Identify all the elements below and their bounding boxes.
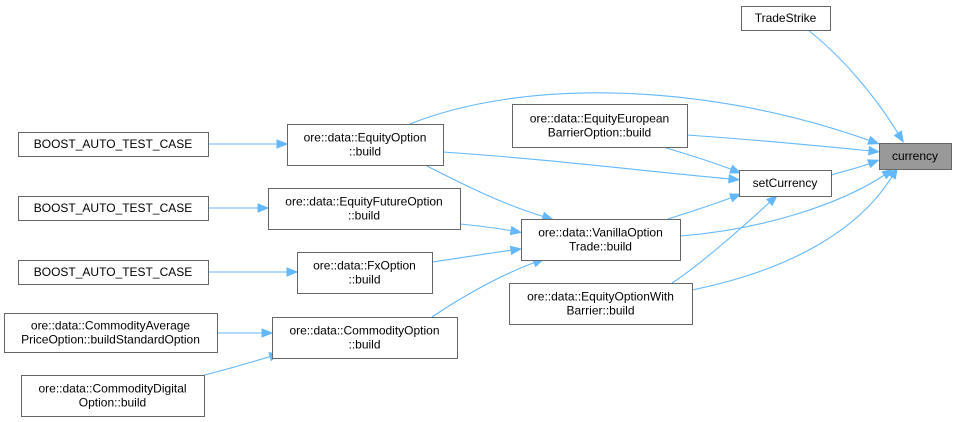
arrowhead-eqOptionWithBarrier-to-currency	[887, 167, 898, 180]
arrowhead-eqEuroBarrier-to-currency	[868, 146, 881, 156]
node-label-eqFutureOption-line-1: ::build	[348, 209, 380, 223]
node-boost3[interactable]: BOOST_AUTO_TEST_CASE	[18, 260, 209, 285]
node-box-eqEuroBarrier[interactable]	[512, 104, 688, 148]
node-label-vanillaOption-line-1: Trade::build	[569, 240, 632, 254]
nodes-layer: currencyTradeStrikesetCurrencyore::data:…	[4, 6, 952, 417]
node-eqOption[interactable]: ore::data::EquityOption::build	[287, 124, 444, 166]
node-commodityOption[interactable]: ore::data::CommodityOption::build	[272, 317, 458, 359]
node-label-commodityOption-line-0: ore::data::CommodityOption	[289, 324, 439, 338]
node-label-eqOptionWithBarrier-line-1: Barrier::build	[566, 304, 634, 318]
node-box-fxOption[interactable]	[297, 252, 433, 294]
edge-vanillaOption-to-setCurrency	[667, 196, 734, 220]
edge-eqFutureOption-to-vanillaOption	[459, 223, 514, 232]
arrowhead-fxOption-to-vanillaOption	[509, 245, 523, 256]
node-box-boost1[interactable]	[18, 132, 209, 157]
node-box-commodityDigital[interactable]	[21, 375, 205, 417]
node-label-commodityDigital-line-0: ore::data::CommodityDigital	[38, 382, 186, 396]
node-box-eqOption[interactable]	[287, 124, 444, 166]
node-label-fxOption-line-1: ::build	[348, 273, 380, 287]
edges-layer	[203, 29, 904, 376]
node-box-eqOptionWithBarrier[interactable]	[509, 283, 693, 325]
node-label-tradeStrike-line-0: TradeStrike	[755, 11, 817, 25]
node-label-eqOptionWithBarrier-line-0: ore::data::EquityOptionWith	[527, 290, 674, 304]
node-commodityAverage[interactable]: ore::data::CommodityAveragePriceOption::…	[4, 313, 218, 353]
node-label-commodityDigital-line-1: Option::build	[79, 396, 146, 410]
node-currency[interactable]: currency	[879, 143, 952, 170]
node-label-eqOption-line-0: ore::data::EquityOption	[304, 131, 427, 145]
node-setCurrency[interactable]: setCurrency	[739, 170, 832, 197]
edge-eqOption-to-currency	[409, 92, 872, 142]
node-label-commodityAverage-line-1: PriceOption::buildStandardOption	[21, 333, 200, 347]
node-label-fxOption-line-0: ore::data::FxOption	[313, 259, 416, 273]
node-tradeStrike[interactable]: TradeStrike	[741, 6, 831, 31]
arrowhead-eqOption-to-setCurrency	[728, 174, 741, 184]
node-label-eqFutureOption-line-0: ore::data::EquityFutureOption	[285, 195, 442, 209]
node-label-setCurrency-line-0: setCurrency	[753, 176, 818, 190]
node-box-boost2[interactable]	[18, 196, 209, 221]
node-box-vanillaOption[interactable]	[521, 219, 681, 261]
node-label-boost2-line-0: BOOST_AUTO_TEST_CASE	[34, 201, 193, 215]
arrowhead-tradeStrike-to-currency	[893, 130, 904, 143]
arrowhead-vanillaOption-to-setCurrency	[728, 193, 742, 203]
edge-eqEuroBarrier-to-setCurrency	[662, 146, 734, 171]
node-label-eqEuroBarrier-line-0: ore::data::EquityEuropean	[530, 112, 669, 126]
arrowhead-eqEuroBarrier-to-setCurrency	[728, 164, 742, 174]
arrowhead-commodityAverage-to-commodityOption	[261, 328, 274, 338]
node-box-currency[interactable]	[879, 143, 952, 170]
node-eqOptionWithBarrier[interactable]: ore::data::EquityOptionWithBarrier::buil…	[509, 283, 693, 325]
edge-commodityOption-to-vanillaOption	[431, 261, 537, 318]
arrowhead-setCurrency-to-currency	[867, 159, 880, 169]
edge-setCurrency-to-currency	[830, 162, 872, 176]
node-boost1[interactable]: BOOST_AUTO_TEST_CASE	[18, 132, 209, 157]
node-label-commodityAverage-line-0: ore::data::CommodityAverage	[31, 319, 191, 333]
node-box-commodityAverage[interactable]	[4, 313, 218, 353]
edge-eqEuroBarrier-to-currency	[686, 134, 872, 152]
node-eqFutureOption[interactable]: ore::data::EquityFutureOption::build	[268, 188, 461, 230]
arrowhead-boost1-to-eqOption	[276, 139, 289, 149]
node-box-boost3[interactable]	[18, 260, 209, 285]
edge-fxOption-to-vanillaOption	[431, 249, 514, 263]
arrowhead-eqOptionWithBarrier-to-setCurrency	[765, 194, 778, 207]
node-label-currency-line-0: currency	[892, 149, 938, 163]
node-label-boost3-line-0: BOOST_AUTO_TEST_CASE	[34, 265, 193, 279]
node-eqEuroBarrier[interactable]: ore::data::EquityEuropeanBarrierOption::…	[512, 104, 688, 148]
edge-eqOptionWithBarrier-to-setCurrency	[671, 200, 772, 284]
arrowhead-eqOption-to-currency	[867, 135, 880, 145]
edge-eqOptionWithBarrier-to-currency	[691, 174, 894, 291]
arrowhead-boost3-to-fxOption	[286, 267, 299, 277]
node-label-commodityOption-line-1: ::build	[348, 338, 380, 352]
node-boost2[interactable]: BOOST_AUTO_TEST_CASE	[18, 196, 209, 221]
node-box-eqFutureOption[interactable]	[268, 188, 461, 230]
edge-commodityDigital-to-commodityOption	[203, 355, 273, 376]
node-box-tradeStrike[interactable]	[741, 6, 831, 31]
node-label-vanillaOption-line-0: ore::data::VanillaOption	[538, 226, 663, 240]
arrowhead-boost2-to-eqFutureOption	[257, 203, 270, 213]
node-label-boost1-line-0: BOOST_AUTO_TEST_CASE	[34, 137, 193, 151]
node-box-setCurrency[interactable]	[739, 170, 832, 197]
node-box-commodityOption[interactable]	[272, 317, 458, 359]
node-label-eqOption-line-1: ::build	[349, 145, 381, 159]
node-fxOption[interactable]: ore::data::FxOption::build	[297, 252, 433, 294]
edge-tradeStrike-to-currency	[807, 29, 900, 136]
edge-eqOption-to-vanillaOption	[424, 164, 546, 218]
edge-eqOption-to-setCurrency	[442, 151, 732, 180]
node-label-eqEuroBarrier-line-1: BarrierOption::build	[548, 126, 651, 140]
edge-vanillaOption-to-currency	[679, 173, 887, 237]
arrowhead-eqFutureOption-to-vanillaOption	[509, 225, 523, 236]
